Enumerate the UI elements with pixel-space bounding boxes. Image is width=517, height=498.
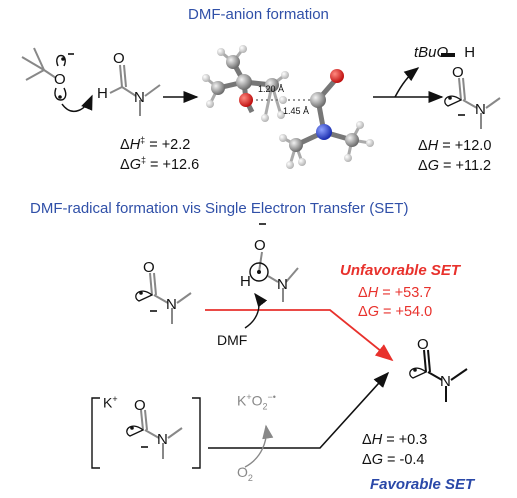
svg-text:O: O [254, 237, 266, 254]
bond-length-1: 1.20 Å [258, 84, 285, 94]
unfavorable-set-arrow [205, 309, 394, 362]
unfavorable-enthalpy: ΔH = +53.7 [358, 285, 432, 301]
svg-text:O: O [134, 397, 146, 414]
ts-free-energy: ΔG‡ = +12.6 [120, 155, 200, 173]
potassium-cation-label: K+ [103, 394, 118, 411]
ts-enthalpy: ΔH‡ = +2.2 [120, 135, 191, 153]
favorable-set-label: Favorable SET [370, 476, 475, 493]
svg-text:O: O [143, 259, 155, 276]
svg-text:O: O [452, 64, 464, 81]
dmf-radical-anion [249, 251, 299, 302]
svg-text:N: N [475, 101, 486, 118]
tert-butoxide-molecule [21, 47, 67, 101]
svg-text:N: N [440, 373, 451, 390]
bracket-left [91, 397, 100, 469]
dmf-molecule [109, 64, 161, 116]
potassium-superoxide-label: K+O2−• [237, 392, 276, 412]
radical-formation-title: DMF-radical formation vis Single Electro… [30, 200, 409, 217]
anion-enthalpy: ΔH = +12.0 [418, 138, 492, 154]
dmf-anion-reactant [135, 272, 192, 324]
favorable-free-energy: ΔG = -0.4 [362, 452, 425, 468]
curved-electron-arrow [61, 94, 93, 113]
svg-text:N: N [134, 89, 145, 106]
dmf-reagent-label: DMF [217, 332, 248, 348]
bracket-right [192, 397, 201, 469]
svg-text:H: H [240, 273, 251, 290]
favorable-set-arrow [208, 371, 390, 449]
favorable-enthalpy: ΔH = +0.3 [362, 432, 428, 448]
transition-state-model [202, 45, 374, 169]
svg-text:H: H [97, 85, 108, 102]
svg-text:N: N [157, 431, 168, 448]
oxygen-atom-label: O [54, 71, 66, 88]
svg-text:O: O [417, 336, 429, 353]
oh-bond-mark [441, 53, 455, 57]
svg-text:O: O [113, 50, 125, 67]
potassium-dmf-anion [126, 409, 183, 459]
oxygen-reagent-label: O2 [237, 464, 253, 483]
svg-text:N: N [277, 276, 288, 293]
dmf-radical-product [409, 349, 468, 402]
bond-length-2: 1.45 Å [283, 106, 310, 116]
svg-text:N: N [166, 296, 177, 313]
unfavorable-set-label: Unfavorable SET [340, 262, 461, 279]
dmf-anion-product [444, 77, 501, 129]
unfavorable-free-energy: ΔG = +54.0 [358, 304, 433, 320]
anion-formation-title: DMF-anion formation [188, 6, 329, 23]
anion-free-energy: ΔG = +11.2 [418, 158, 492, 174]
